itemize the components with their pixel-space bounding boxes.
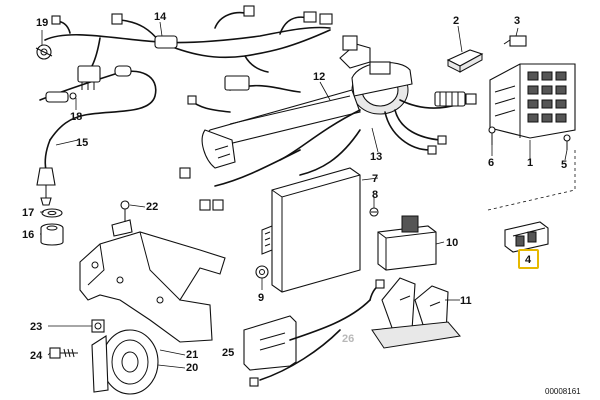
callout-3[interactable]: 3 [514, 15, 520, 27]
nut-24[interactable] [91, 319, 105, 333]
bolt-23[interactable] [49, 347, 78, 359]
control-unit-7[interactable] [261, 167, 361, 293]
mounting-bracket-21[interactable] [79, 219, 226, 343]
module-keypad [527, 71, 567, 123]
highlight-box [518, 249, 539, 269]
screw-8[interactable] [369, 207, 379, 217]
nut-9[interactable] [255, 265, 269, 279]
callout-18[interactable]: 18 [70, 111, 82, 123]
washer-17[interactable] [41, 208, 63, 218]
leader-lines [40, 21, 568, 369]
connector-4[interactable] [504, 221, 549, 253]
steering-column-switch-12[interactable] [201, 35, 413, 169]
callout-13[interactable]: 13 [370, 151, 382, 163]
holder-16[interactable] [40, 223, 64, 246]
bracket-25[interactable] [243, 315, 297, 371]
callout-12[interactable]: 12 [313, 71, 325, 83]
callout-20[interactable]: 20 [186, 362, 198, 374]
screw-5[interactable] [563, 134, 571, 150]
callout-labels: 19 14 2 3 18 15 12 13 6 1 5 7 8 17 22 16… [22, 11, 567, 374]
callout-14[interactable]: 14 [154, 11, 167, 23]
callout-15[interactable]: 15 [76, 137, 88, 149]
relay-2[interactable] [446, 49, 484, 73]
callout-17[interactable]: 17 [22, 207, 34, 219]
callout-21[interactable]: 21 [186, 349, 198, 361]
screw-22[interactable] [120, 200, 130, 222]
clip-3[interactable] [503, 35, 527, 47]
callout-10[interactable]: 10 [446, 237, 458, 249]
switch-wiring [179, 75, 477, 211]
callout-1[interactable]: 1 [527, 157, 533, 169]
callout-6[interactable]: 6 [488, 157, 494, 169]
callout-23[interactable]: 23 [30, 321, 42, 333]
callout-2[interactable]: 2 [453, 15, 459, 27]
bracket-11[interactable] [371, 277, 461, 349]
sensor-cable-15[interactable] [36, 139, 56, 206]
callout-8[interactable]: 8 [372, 189, 378, 201]
callout-11[interactable]: 11 [460, 295, 472, 307]
callout-5[interactable]: 5 [561, 159, 567, 171]
callout-7[interactable]: 7 [372, 173, 378, 185]
clip-19[interactable] [35, 44, 53, 60]
callout-9[interactable]: 9 [258, 292, 264, 304]
callout-4[interactable]: 4 [525, 254, 532, 266]
wire-13[interactable] [299, 129, 361, 176]
control-module-1[interactable] [489, 63, 576, 139]
callout-24[interactable]: 24 [30, 350, 43, 362]
callout-22[interactable]: 22 [146, 201, 158, 213]
horn-20[interactable] [91, 329, 159, 395]
part-4-outline [487, 150, 576, 211]
relay-10[interactable] [377, 215, 437, 271]
callout-16[interactable]: 16 [22, 229, 34, 241]
screw-6[interactable] [488, 126, 496, 145]
callout-19[interactable]: 19 [36, 17, 48, 29]
callout-26[interactable]: 26 [342, 333, 354, 345]
reference-code: 00008161 [545, 387, 581, 396]
callout-25[interactable]: 25 [222, 347, 234, 359]
relay-18[interactable] [39, 65, 157, 141]
wiring-harness-14[interactable] [44, 5, 333, 73]
cable-26[interactable] [249, 279, 385, 387]
